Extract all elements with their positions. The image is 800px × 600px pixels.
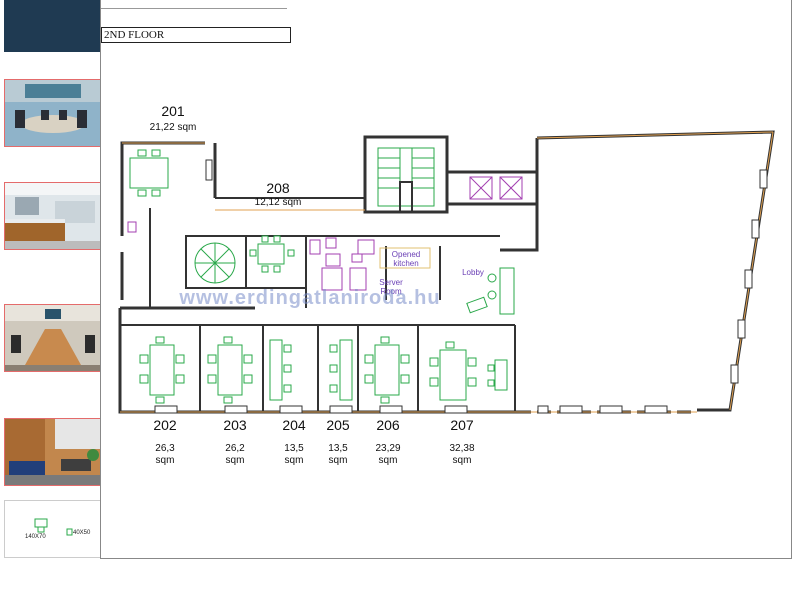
room-205-number: 205 <box>326 417 350 433</box>
room-207-number: 207 <box>450 417 474 433</box>
watermark: www.erdingatlaniroda.hu <box>179 287 441 309</box>
floor-title: 2ND FLOOR <box>101 27 291 43</box>
conference-room-image <box>5 305 101 371</box>
legend-chair-label: 40X50 <box>73 530 91 536</box>
room-204-area: 13,5 sqm <box>284 443 304 466</box>
room-203-area: 26,2 sqm <box>225 443 245 466</box>
room-207-area: 32,38 sqm <box>449 443 475 466</box>
lounge-image <box>5 419 101 485</box>
legend-desk-label: 140X70 <box>25 534 46 540</box>
room-208-area: 12,12 sqm <box>254 197 302 208</box>
room-206-area: 23,29 sqm <box>375 443 401 466</box>
room-208-number: 208 <box>266 180 290 196</box>
thumbnail-lounge[interactable] <box>4 418 102 486</box>
room-201-number: 201 <box>161 103 185 119</box>
room-205-area: 13,5 sqm <box>328 443 348 466</box>
room-206-number: 206 <box>376 417 400 433</box>
thumbnail-reception[interactable] <box>4 182 102 250</box>
room-203-number: 203 <box>223 417 247 433</box>
logo-block <box>4 0 100 52</box>
sidebar: 140X70 40X50 <box>0 0 102 560</box>
legend-icons <box>34 518 73 536</box>
lobby-label: Lobby <box>462 268 484 277</box>
plan-header-strip <box>101 0 287 9</box>
room-202-area: 26,3 sqm <box>155 443 175 466</box>
opened-kitchen-label: Opened kitchen <box>391 250 421 268</box>
reception-image <box>5 183 101 249</box>
room-204-number: 204 <box>282 417 306 433</box>
server-room-label: Server Room <box>379 278 403 296</box>
furniture-legend: 140X70 40X50 <box>4 500 102 558</box>
thumbnail-meeting-room[interactable] <box>4 79 102 147</box>
meeting-room-image <box>5 80 101 146</box>
room-201-area: 21,22 sqm <box>149 122 197 133</box>
room-202-number: 202 <box>153 417 177 433</box>
